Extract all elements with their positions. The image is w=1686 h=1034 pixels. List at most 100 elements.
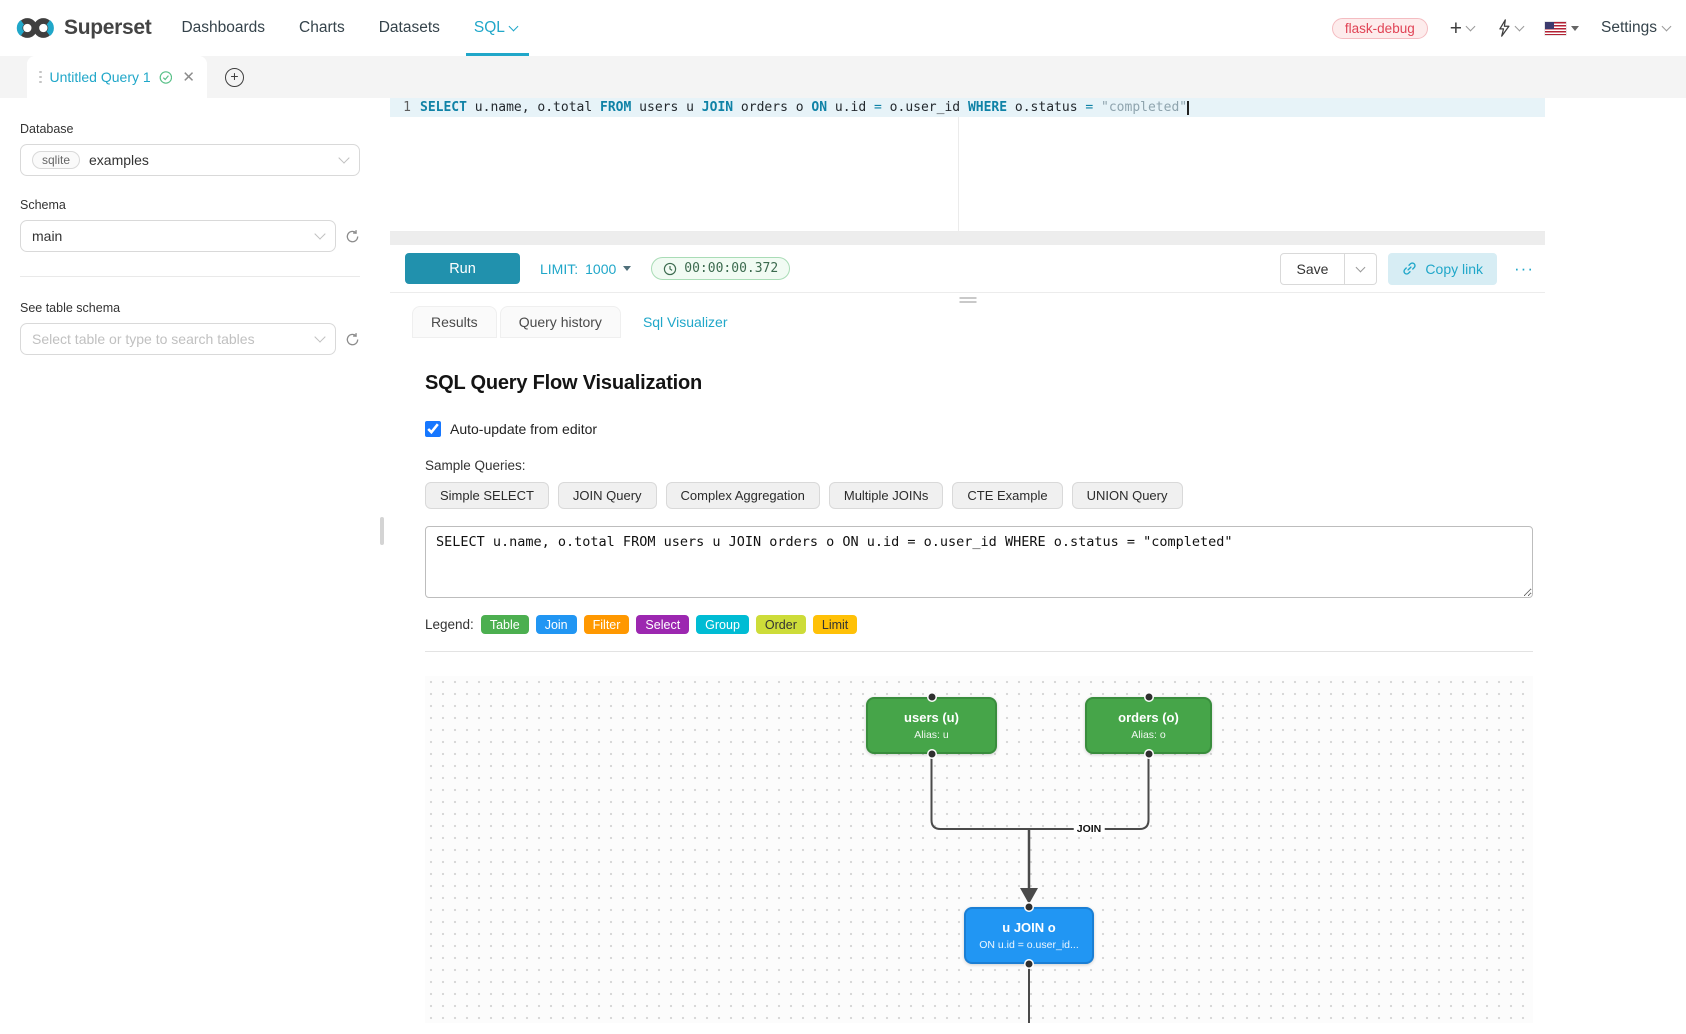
south-pane: Results Query history Sql Visualizer SQL… (390, 293, 1545, 1034)
join-edge-label: JOIN (1073, 823, 1105, 835)
table-schema-label: See table schema (20, 301, 121, 315)
legend-chip-group: Group (696, 615, 749, 634)
flow-edges (930, 754, 1150, 1023)
superset-logo-icon (16, 18, 54, 38)
settings-menu[interactable]: Settings (1600, 19, 1672, 37)
sqllab-sidebar: Database sqlite examples Schema main (0, 98, 380, 1034)
sample-join-query-button[interactable]: JOIN Query (557, 482, 657, 509)
query-tabstrip: Untitled Query 1 ✕ + (0, 56, 1686, 98)
query-tab-active[interactable]: Untitled Query 1 ✕ (27, 56, 207, 98)
database-value: examples (89, 152, 149, 168)
chevron-down-icon (314, 228, 326, 240)
editor-print-margin (958, 98, 959, 231)
legend-label: Legend: (425, 617, 474, 632)
flow-canvas[interactable]: users (u) Alias: u orders (o) Alias: o u… (425, 676, 1533, 1023)
sample-cte-example-button[interactable]: CTE Example (952, 482, 1063, 509)
flow-node-users[interactable]: users (u) Alias: u (866, 697, 997, 754)
sql-visualizer-panel: SQL Query Flow Visualization Auto-update… (390, 338, 1533, 1023)
tab-sql-visualizer[interactable]: Sql Visualizer (623, 306, 747, 338)
sample-simple-select-button[interactable]: Simple SELECT (425, 482, 549, 509)
save-button[interactable]: Save (1279, 252, 1346, 285)
node-handle[interactable] (928, 693, 935, 701)
timer-value: 00:00:00.372 (684, 261, 779, 276)
plus-icon: + (1449, 16, 1462, 40)
chevron-down-icon (1465, 21, 1476, 32)
legend-chip-table: Table (480, 615, 529, 634)
sample-union-query-button[interactable]: UNION Query (1071, 482, 1183, 509)
nav-dashboards[interactable]: Dashboards (181, 19, 266, 36)
sample-complex-aggregation-button[interactable]: Complex Aggregation (665, 482, 820, 509)
node-subtitle: Alias: o (1131, 729, 1166, 741)
nav-charts[interactable]: Charts (299, 19, 345, 36)
pane-resize-handle[interactable] (959, 297, 976, 303)
nav-datasets[interactable]: Datasets (378, 19, 440, 36)
flow-node-join[interactable]: u JOIN o ON u.id = o.user_id... (964, 907, 1094, 964)
node-subtitle: Alias: u (914, 729, 949, 741)
copy-link-button[interactable]: Copy link (1388, 252, 1498, 285)
language-picker[interactable] (1544, 21, 1579, 35)
node-handle[interactable] (1145, 750, 1152, 758)
result-tabs: Results Query history Sql Visualizer (412, 306, 1545, 338)
chevron-down-icon (1355, 262, 1366, 272)
schema-select[interactable]: main (20, 220, 336, 252)
caret-down-icon (1570, 25, 1579, 31)
refresh-icon[interactable] (345, 332, 360, 347)
us-flag-icon (1544, 21, 1566, 35)
node-handle[interactable] (928, 750, 935, 758)
chevron-down-icon (314, 331, 326, 343)
table-select[interactable]: Select table or type to search tables (20, 323, 336, 355)
auto-update-label: Auto-update from editor (450, 421, 598, 437)
text-cursor (1187, 100, 1189, 115)
legend-chip-limit: Limit (812, 615, 858, 634)
main-nav: Dashboards Charts Datasets SQL (181, 0, 529, 56)
legend-chip-select: Select (636, 615, 690, 634)
database-label: Database (20, 122, 74, 136)
sidebar-divider (20, 276, 360, 277)
save-options-button[interactable] (1345, 252, 1378, 285)
query-search-menu[interactable] (1496, 19, 1525, 37)
check-circle-icon (159, 70, 172, 84)
chevron-down-icon (1514, 21, 1525, 32)
editor-resize-strip[interactable] (390, 232, 1545, 245)
superset-brand[interactable]: Superset (16, 15, 152, 41)
database-select[interactable]: sqlite examples (20, 144, 360, 176)
flow-node-orders[interactable]: orders (o) Alias: o (1085, 697, 1212, 754)
sample-multiple-joins-button[interactable]: Multiple JOINs (828, 482, 944, 509)
node-title: users (u) (904, 710, 959, 725)
limit-dropdown[interactable]: LIMIT: 1000 (540, 261, 632, 277)
link-icon (1403, 262, 1417, 275)
auto-update-checkbox[interactable] (425, 421, 441, 437)
run-button[interactable]: Run (405, 253, 520, 284)
close-tab-icon[interactable]: ✕ (182, 69, 195, 86)
node-title: u JOIN o (1002, 920, 1056, 935)
tab-results[interactable]: Results (412, 306, 497, 338)
node-handle[interactable] (1025, 903, 1033, 911)
nav-sql[interactable]: SQL (465, 0, 529, 56)
query-input[interactable]: SELECT u.name, o.total FROM users u JOIN… (425, 526, 1533, 598)
query-tab-label: Untitled Query 1 (49, 69, 151, 85)
sidebar-resizer-handle[interactable] (380, 517, 384, 545)
chevron-down-icon (1661, 21, 1672, 32)
sample-queries-label: Sample Queries: (425, 458, 526, 473)
refresh-icon[interactable] (345, 229, 360, 244)
visualizer-title: SQL Query Flow Visualization (425, 372, 703, 394)
legend-chip-order: Order (755, 615, 806, 634)
more-options-icon[interactable]: ··· (1514, 258, 1534, 278)
legend-chip-join: Join (535, 615, 577, 634)
new-item-menu[interactable]: + (1449, 16, 1476, 40)
visualizer-divider (425, 651, 1533, 652)
drag-handle-icon[interactable] (39, 70, 42, 84)
node-subtitle: ON u.id = o.user_id... (979, 939, 1079, 951)
navbar-right: flask-debug + Settings (1331, 16, 1672, 40)
node-handle[interactable] (1145, 693, 1152, 701)
node-handle[interactable] (1025, 960, 1033, 968)
tab-query-history[interactable]: Query history (499, 306, 621, 338)
add-query-tab-button[interactable]: + (225, 67, 244, 87)
settings-label: Settings (1600, 19, 1657, 36)
caret-down-icon (623, 266, 632, 271)
copy-link-label: Copy link (1425, 260, 1484, 277)
